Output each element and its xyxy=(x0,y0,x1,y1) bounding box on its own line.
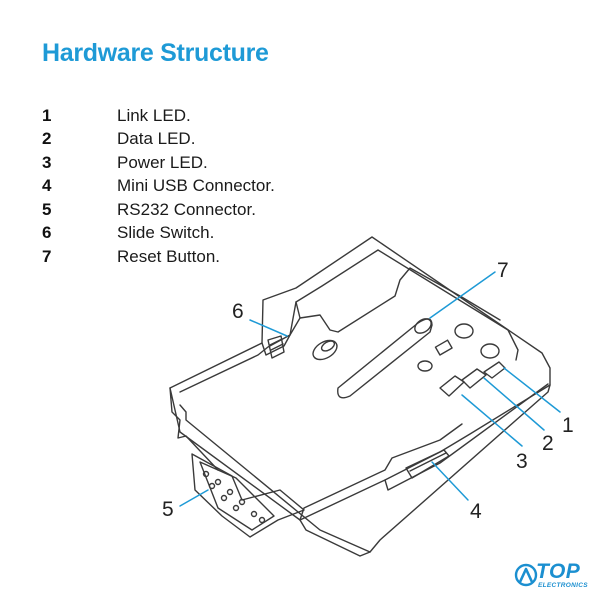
parts-list: 1 Link LED. 2 Data LED. 3 Power LED. 4 M… xyxy=(42,104,275,269)
leader-line-3 xyxy=(461,394,523,447)
rs232-pin xyxy=(232,504,240,512)
part-row-data-led: 2 Data LED. xyxy=(42,128,275,152)
part-row-mini-usb: 4 Mini USB Connector. xyxy=(42,175,275,199)
rs232-connector-face xyxy=(199,461,275,531)
part-number: 6 xyxy=(42,223,52,243)
part-label: Slide Switch. xyxy=(117,223,215,243)
device-side-edge xyxy=(179,404,371,553)
slide-switch-grip xyxy=(269,338,283,346)
logo-wordmark: TOP xyxy=(536,560,581,583)
callout-3: 3 xyxy=(516,450,528,473)
callout-1: 1 xyxy=(562,414,574,437)
part-row-slide-switch: 6 Slide Switch. xyxy=(42,222,275,246)
part-row-link-led: 1 Link LED. xyxy=(42,104,275,128)
device-inner-panel xyxy=(299,267,501,333)
leader-line-2 xyxy=(483,377,545,431)
rs232-pin xyxy=(220,494,228,502)
part-number: 7 xyxy=(42,246,52,266)
mount-hole xyxy=(312,339,338,361)
mini-usb-connector xyxy=(405,449,450,479)
logo-subtext: ELECTRONICS xyxy=(538,582,588,589)
device-top-rim xyxy=(179,249,519,393)
led-1 xyxy=(417,360,433,372)
page-title: Hardware Structure xyxy=(42,39,269,67)
data-led-window xyxy=(434,339,453,356)
mini-usb-inner xyxy=(409,452,447,472)
rs232-pin xyxy=(238,498,246,506)
leader-line-5 xyxy=(179,489,209,507)
part-row-rs232: 5 RS232 Connector. xyxy=(42,198,275,222)
led-4 xyxy=(483,361,506,379)
rs232-pin xyxy=(258,516,266,524)
part-label: Link LED. xyxy=(117,105,191,125)
part-label: RS232 Connector. xyxy=(117,199,256,219)
part-number: 2 xyxy=(42,129,52,149)
part-number: 1 xyxy=(42,105,52,125)
callout-4: 4 xyxy=(470,500,482,523)
reset-button xyxy=(414,318,432,334)
leader-line-1 xyxy=(503,367,561,413)
slide-switch-knob xyxy=(267,335,285,359)
part-label: Mini USB Connector. xyxy=(117,176,275,196)
part-row-power-led: 3 Power LED. xyxy=(42,151,275,175)
part-row-reset-button: 7 Reset Button. xyxy=(42,245,275,269)
power-led-recess xyxy=(480,343,500,359)
leader-line-7 xyxy=(429,271,496,319)
part-label: Power LED. xyxy=(117,152,208,172)
slide-switch-housing xyxy=(261,301,297,356)
slide-switch-grip xyxy=(270,343,284,351)
led-2 xyxy=(439,375,465,397)
leader-line-6 xyxy=(249,319,288,337)
rs232-pin xyxy=(226,488,234,496)
device-left-side xyxy=(169,387,219,471)
leader-line-4 xyxy=(431,461,469,501)
link-led-recess xyxy=(454,323,474,339)
callout-7: 7 xyxy=(497,259,509,282)
rs232-pin xyxy=(202,470,210,478)
brand-logo: TOP ELECTRONICS xyxy=(508,560,592,594)
rs232-connector-shell xyxy=(191,453,305,538)
logo-mark-icon xyxy=(514,563,538,587)
callout-2: 2 xyxy=(542,432,554,455)
part-number: 4 xyxy=(42,176,52,196)
rs232-pin xyxy=(250,510,258,518)
part-label: Data LED. xyxy=(117,129,196,149)
part-label: Reset Button. xyxy=(117,246,221,266)
part-number: 3 xyxy=(42,152,52,172)
callout-6: 6 xyxy=(232,300,244,323)
device-top-outline xyxy=(169,236,551,521)
part-number: 5 xyxy=(42,199,52,219)
rs232-pin xyxy=(214,478,222,486)
mount-hole-inner xyxy=(320,340,336,352)
led-3 xyxy=(461,368,487,389)
rs232-pin xyxy=(208,482,216,490)
device-side-edge-2 xyxy=(299,384,551,557)
long-slot xyxy=(337,318,433,399)
callout-5: 5 xyxy=(162,498,174,521)
device-bottom-ledge-2 xyxy=(299,423,463,521)
